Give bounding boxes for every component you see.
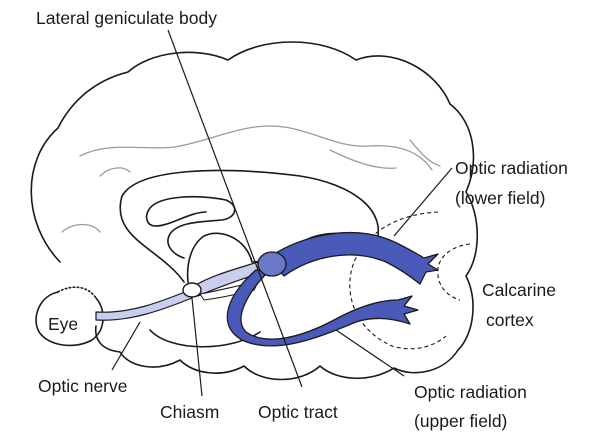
leader-optic-nerve xyxy=(112,322,140,370)
label-optic-radiation-lower-line1: Optic radiation xyxy=(455,158,568,178)
sulcus-frontal xyxy=(100,168,130,176)
label-optic-radiation-upper-line2: (upper field) xyxy=(414,411,507,431)
label-optic-radiation-upper-line1: Optic radiation xyxy=(414,382,527,402)
label-chiasm: Chiasm xyxy=(160,402,219,422)
label-optic-nerve: Optic nerve xyxy=(38,376,127,396)
optic-radiation-lower-field xyxy=(268,233,438,284)
optic-nerve xyxy=(96,290,192,320)
label-optic-tract: Optic tract xyxy=(258,402,338,422)
label-eye: Eye xyxy=(48,314,78,334)
lateral-ventricle xyxy=(147,197,235,258)
label-calcarine-line1: Calcarine xyxy=(482,280,556,300)
label-optic-radiation-lower-line2: (lower field) xyxy=(455,188,545,208)
lateral-geniculate-body-shape xyxy=(258,252,286,276)
leader-optic-radiation-upper xyxy=(336,330,404,376)
calcarine-fissure xyxy=(438,244,470,300)
eye-dotted-edge xyxy=(58,287,96,298)
calcarine-region-outline xyxy=(350,212,446,349)
label-calcarine-line2: cortex xyxy=(486,310,534,330)
label-lateral-geniculate-body: Lateral geniculate body xyxy=(36,8,217,28)
brain-outline xyxy=(31,42,477,380)
sulcus-middle xyxy=(62,225,100,233)
sulcus-parietal xyxy=(330,150,396,168)
sulcus-superior xyxy=(80,126,432,170)
chiasm-shape xyxy=(183,283,201,297)
leader-optic-radiation-lower xyxy=(394,168,452,236)
